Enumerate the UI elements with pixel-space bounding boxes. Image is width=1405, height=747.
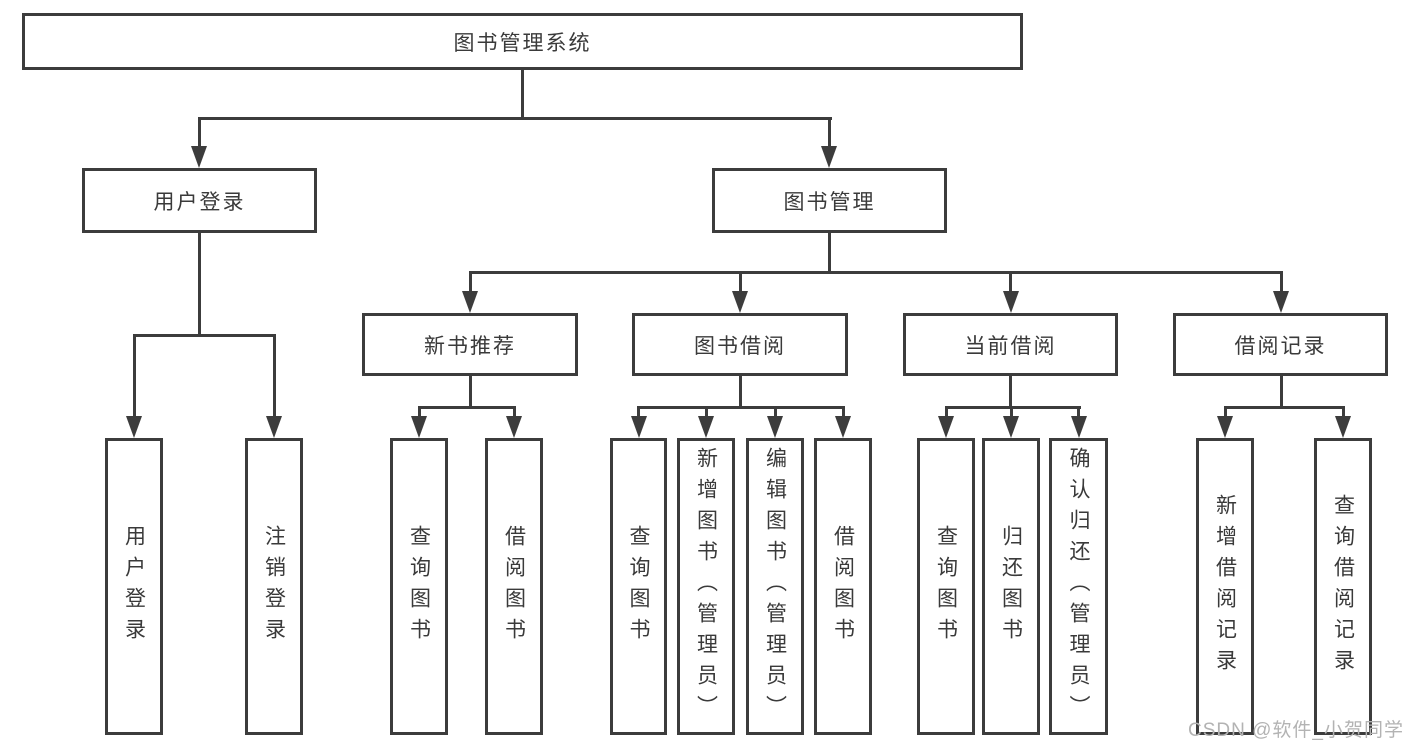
connector-line: [1279, 376, 1283, 408]
connector-line: [132, 334, 276, 337]
node-label: 查询图书: [407, 524, 431, 649]
arrowhead-down: [411, 416, 427, 438]
connector-line: [272, 334, 276, 418]
connector-line: [1223, 406, 1227, 420]
connector-line: [1279, 271, 1283, 295]
leaf-bb-edit-books: 编辑图书（管理员）: [746, 438, 804, 735]
node-label: 图书管理系统: [453, 31, 592, 55]
connector-line: [1341, 406, 1345, 420]
arrowhead-down: [191, 146, 207, 168]
node-label: 查询借阅记录: [1331, 493, 1355, 680]
node-book-management: 图书管理: [712, 168, 947, 233]
arrowhead-down: [1273, 291, 1289, 313]
arrowhead-down: [266, 416, 282, 438]
node-label: 借阅图书: [831, 524, 855, 649]
arrowhead-down: [462, 291, 478, 313]
node-label: 图书管理: [783, 190, 876, 214]
node-label: 图书借阅: [694, 334, 786, 358]
connector-line: [944, 406, 1081, 409]
node-label: 借阅图书: [502, 524, 526, 649]
connector-line: [197, 233, 201, 335]
node-label: 注销登录: [262, 524, 286, 649]
leaf-user-login: 用户登录: [105, 438, 163, 735]
connector-line: [197, 117, 201, 148]
connector-line: [738, 376, 742, 408]
node-label: 确认归还（管理员）: [1067, 447, 1090, 726]
connector-line: [773, 406, 777, 420]
connector-line: [1009, 271, 1012, 295]
node-label: 用户登录: [122, 524, 146, 649]
arrowhead-down: [1217, 416, 1233, 438]
connector-line: [944, 406, 948, 420]
connector-line: [704, 406, 708, 420]
leaf-br-query-record: 查询借阅记录: [1314, 438, 1372, 735]
connector-line: [827, 233, 831, 273]
node-current-borrow: 当前借阅: [903, 313, 1118, 376]
arrowhead-down: [767, 416, 783, 438]
leaf-br-add-record: 新增借阅记录: [1196, 438, 1254, 735]
arrowhead-down: [732, 291, 748, 313]
connector-line: [520, 70, 524, 117]
watermark: CSDN @软件_小贺同学: [1188, 720, 1404, 741]
connector-line: [468, 376, 472, 408]
arrowhead-down: [1002, 291, 1019, 313]
node-label: 借阅记录: [1234, 334, 1327, 358]
connector-line: [841, 406, 845, 420]
connector-line: [1223, 406, 1345, 409]
connector-line: [637, 406, 845, 409]
leaf-nb-borrow-books: 借阅图书: [485, 438, 543, 735]
connector-line: [417, 406, 516, 409]
connector-line: [637, 406, 640, 420]
connector-line: [1009, 406, 1013, 420]
leaf-bb-borrow-books: 借阅图书: [814, 438, 872, 735]
connector-line: [468, 271, 1283, 274]
connector-line: [417, 406, 421, 420]
arrowhead-down: [698, 416, 714, 438]
leaf-logout: 注销登录: [245, 438, 303, 735]
leaf-bb-add-books: 新增图书（管理员）: [677, 438, 735, 735]
arrowhead-down: [1003, 416, 1019, 438]
node-label: 新增借阅记录: [1213, 493, 1237, 680]
node-label: 查询图书: [934, 524, 958, 649]
connector-line: [197, 117, 832, 120]
node-borrow-records: 借阅记录: [1173, 313, 1388, 376]
arrowhead-down: [630, 416, 647, 438]
connector-line: [1009, 376, 1012, 408]
arrowhead-down: [506, 416, 522, 438]
arrowhead-down: [1335, 416, 1351, 438]
leaf-cb-query-books: 查询图书: [917, 438, 975, 735]
node-root: 图书管理系统: [22, 13, 1023, 70]
leaf-cb-return-books: 归还图书: [982, 438, 1040, 735]
node-label: 新增图书（管理员）: [694, 447, 718, 726]
arrowhead-down: [938, 416, 954, 438]
leaf-bb-query-books: 查询图书: [610, 438, 667, 735]
connector-line: [1077, 406, 1080, 420]
arrowhead-down: [126, 416, 142, 438]
connector-line: [512, 406, 516, 420]
connector-line: [468, 271, 472, 295]
arrowhead-down: [835, 416, 851, 438]
node-label: 当前借阅: [964, 334, 1057, 358]
leaf-cb-confirm-return: 确认归还（管理员）: [1049, 438, 1108, 735]
connector-line: [827, 117, 831, 148]
leaf-nb-query-books: 查询图书: [390, 438, 448, 735]
node-label: 归还图书: [999, 524, 1023, 649]
connector-line: [132, 334, 136, 418]
node-label: 用户登录: [153, 190, 246, 214]
node-book-borrow: 图书借阅: [632, 313, 848, 376]
node-user-login: 用户登录: [82, 168, 317, 233]
node-label: 编辑图书（管理员）: [763, 447, 787, 726]
node-label: 新书推荐: [424, 334, 516, 358]
arrowhead-down: [1070, 416, 1087, 438]
node-new-book-recommend: 新书推荐: [362, 313, 578, 376]
arrowhead-down: [821, 146, 837, 168]
connector-line: [738, 271, 742, 295]
node-label: 查询图书: [627, 524, 650, 649]
